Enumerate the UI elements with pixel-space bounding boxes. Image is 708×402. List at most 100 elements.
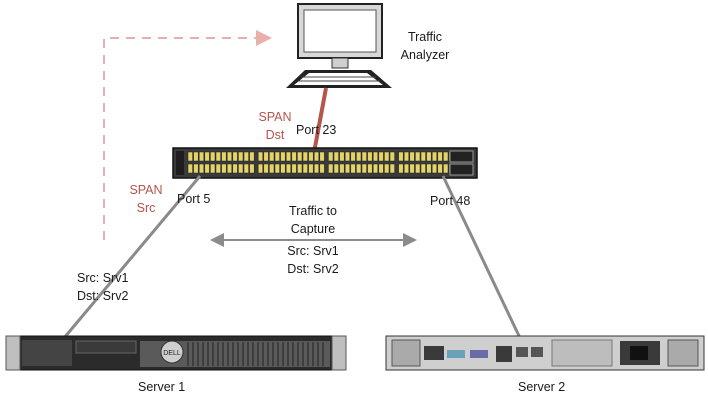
- switch-port: [210, 151, 216, 162]
- switch-port: [389, 163, 395, 174]
- switch-port: [384, 163, 390, 174]
- switch-port: [431, 151, 438, 162]
- switch-port: [415, 151, 421, 162]
- switch-port: [328, 151, 334, 162]
- analyzer-label-line1: Traffic: [407, 30, 443, 44]
- switch-port: [215, 151, 221, 162]
- switch-port: [215, 163, 221, 174]
- switch-port: [198, 151, 205, 162]
- switch-port: [350, 151, 356, 162]
- switch-port: [426, 151, 432, 162]
- switch-port: [249, 151, 255, 162]
- switch-port: [356, 151, 362, 162]
- traffic-to-capture-label: Traffic to Capture: [270, 202, 356, 238]
- switch-port: [443, 151, 449, 162]
- monitor-icon: [297, 3, 383, 69]
- switch-port: [291, 151, 297, 162]
- switch-port: [187, 151, 193, 162]
- server2-label: Server 2: [518, 380, 566, 394]
- switch-port: [249, 163, 255, 174]
- span-dst-line2: Dst: [265, 128, 285, 142]
- switch-port: [308, 163, 314, 174]
- switch-port: [367, 151, 373, 162]
- switch-port: [420, 151, 426, 162]
- switch-port: [403, 163, 410, 174]
- span-dst-line1: SPAN: [258, 110, 292, 124]
- cable-server1: [62, 175, 202, 339]
- switch-port: [204, 163, 210, 174]
- switch-port: [415, 163, 421, 174]
- traffic-direction-arrow: [210, 233, 417, 247]
- server1-flow-src: Src: Srv1: [77, 271, 129, 285]
- switch-port: [302, 151, 308, 162]
- switch-port: [187, 163, 193, 174]
- rack-server-icon: [385, 335, 705, 371]
- switch-port: [193, 163, 199, 174]
- switch-port: [297, 163, 303, 174]
- switch-port: [269, 151, 275, 162]
- analyzer-label: Traffic Analyzer: [385, 28, 465, 64]
- switch-port: [328, 163, 334, 174]
- switch-port: [285, 163, 292, 174]
- switch-port: [257, 163, 264, 174]
- port-23-label: Port 23: [296, 123, 337, 137]
- switch-port: [356, 163, 362, 174]
- switch-port: [344, 151, 351, 162]
- mirror-path-dashed: [103, 37, 262, 240]
- switch-port: [431, 163, 438, 174]
- switch-port: [372, 163, 379, 174]
- switch-port: [280, 163, 286, 174]
- traffic-line2: Capture: [290, 222, 336, 236]
- switch-port: [302, 163, 308, 174]
- switch-port: [361, 151, 367, 162]
- switch-port: [344, 163, 351, 174]
- switch-port: [437, 151, 443, 162]
- switch-port: [398, 163, 404, 174]
- switch-port: [339, 151, 345, 162]
- span-src-label: SPAN Src: [121, 181, 171, 217]
- rack-server-icon: [5, 335, 347, 371]
- switch-port: [313, 151, 320, 162]
- switch-port: [333, 151, 339, 162]
- switch-port: [426, 163, 432, 174]
- switch-port: [193, 151, 199, 162]
- dell-logo: DELL: [163, 350, 181, 357]
- port-5-label: Port 5: [177, 192, 211, 206]
- switch-port: [269, 163, 275, 174]
- switch-port: [221, 151, 227, 162]
- switch-port: [319, 163, 325, 174]
- traffic-line1: Traffic to: [289, 204, 337, 218]
- switch-port: [226, 151, 233, 162]
- switch-port: [221, 163, 227, 174]
- traffic-src-dst-label: Src: Srv1 Dst: Srv2: [270, 242, 356, 278]
- switch-port: [308, 151, 314, 162]
- span-dst-label: SPAN Dst: [250, 108, 300, 144]
- mirror-arrow-head: [256, 30, 272, 46]
- server1-label: Server 1: [138, 380, 186, 394]
- switch-port: [274, 163, 280, 174]
- switch-port: [210, 163, 216, 174]
- switch-port: [420, 163, 426, 174]
- switch-port: [285, 151, 292, 162]
- switch-port: [333, 163, 339, 174]
- switch-port: [232, 163, 238, 174]
- switch-port: [204, 151, 210, 162]
- switch-port: [263, 163, 269, 174]
- span-src-line2: Src: [136, 201, 156, 215]
- switch-port: [384, 151, 390, 162]
- switch-port: [226, 163, 233, 174]
- switch-port: [274, 151, 280, 162]
- switch-port: [378, 163, 384, 174]
- switch-port: [409, 163, 415, 174]
- switch-port: [437, 163, 443, 174]
- keyboard-icon: [286, 70, 392, 88]
- switch-port: [198, 163, 205, 174]
- switch-port: [443, 163, 449, 174]
- switch-port: [243, 163, 249, 174]
- server1-flow-dst: Dst: Srv2: [77, 289, 129, 303]
- switch-port: [361, 163, 367, 174]
- traffic-line3: Src: Srv1: [287, 244, 339, 258]
- switch-port: [280, 151, 286, 162]
- switch-port: [243, 151, 249, 162]
